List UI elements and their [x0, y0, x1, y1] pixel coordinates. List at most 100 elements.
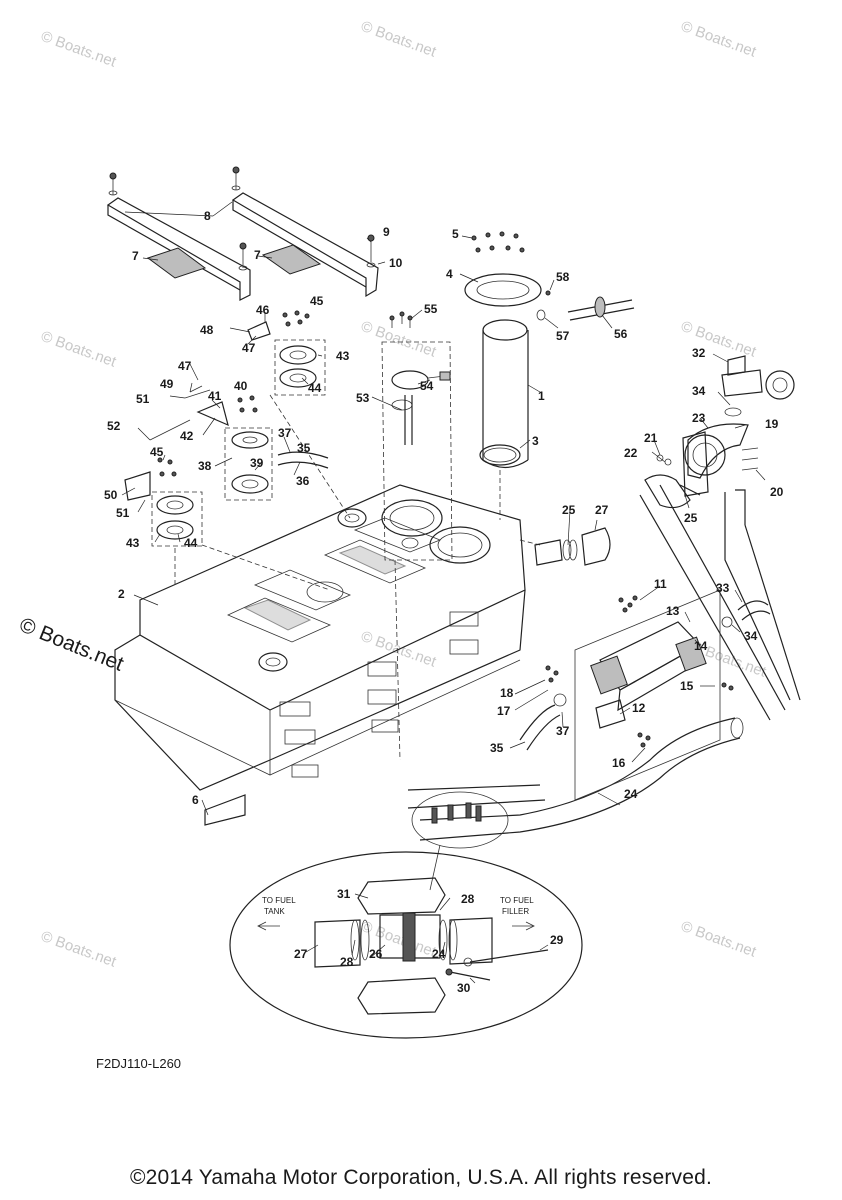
callout-2: 2 [118, 587, 125, 601]
callout-31: 31 [337, 887, 351, 901]
callout-14: 14 [694, 639, 708, 653]
callout-44: 44 [184, 536, 198, 550]
callout-3: 3 [532, 434, 539, 448]
callout-27: 27 [595, 503, 609, 517]
watermark-text: © Boats.net [679, 318, 759, 361]
watermark-text: © Boats.net [39, 28, 119, 71]
detail-label-to-tank: TO FUEL [262, 896, 296, 905]
callout-43: 43 [336, 349, 350, 363]
detail-label-to-filler: TO FUEL [500, 896, 534, 905]
callout-47: 47 [242, 341, 256, 355]
callout-10: 10 [389, 256, 403, 270]
callout-15: 15 [680, 679, 694, 693]
hose-joint-callout [411, 791, 509, 891]
callout-29: 29 [550, 933, 564, 947]
callout-28: 28 [340, 955, 354, 969]
callout-30: 30 [457, 981, 471, 995]
callout-34: 34 [692, 384, 706, 398]
callout-53: 53 [356, 391, 370, 405]
diagram-code: F2DJ110-L260 [96, 1056, 182, 1071]
callout-23: 23 [692, 411, 706, 425]
callout-42: 42 [180, 429, 194, 443]
fuel-tank [114, 484, 526, 826]
callout-57: 57 [556, 329, 570, 343]
callout-44: 44 [308, 381, 322, 395]
detail-label-to-filler: FILLER [502, 907, 529, 916]
callout-36: 36 [296, 474, 310, 488]
callout-numbers: 1 2 3 4 5 6 7 7 8 9 10 11 12 13 14 15 16… [104, 209, 784, 995]
watermark-text: © Boats.net [39, 928, 119, 971]
callout-9: 9 [383, 225, 390, 239]
callout-17: 17 [497, 704, 511, 718]
callout-16: 16 [612, 756, 626, 770]
watermark-text: © Boats.net [679, 918, 759, 961]
callout-6: 6 [192, 793, 199, 807]
filler-neck-assembly [644, 355, 795, 509]
bracket-assemblies [124, 310, 329, 547]
callout-7: 7 [132, 249, 139, 263]
callout-35: 35 [297, 441, 311, 455]
callout-54: 54 [420, 379, 434, 393]
callout-51: 51 [116, 506, 130, 520]
callout-18: 18 [500, 686, 514, 700]
callout-50: 50 [104, 488, 118, 502]
watermark-large: © Boats.net [16, 613, 127, 676]
callout-43: 43 [126, 536, 140, 550]
watermarks: © Boats.net © Boats.net © Boats.net © Bo… [16, 18, 769, 971]
callout-49: 49 [160, 377, 174, 391]
callout-34: 34 [744, 629, 758, 643]
callout-28: 28 [461, 892, 475, 906]
callout-37: 37 [556, 724, 570, 738]
callout-21: 21 [644, 431, 658, 445]
callout-55: 55 [424, 302, 438, 316]
callout-37: 37 [278, 426, 292, 440]
callout-20: 20 [770, 485, 784, 499]
callout-22: 22 [624, 446, 638, 460]
callout-56: 56 [614, 327, 628, 341]
callout-26: 26 [369, 947, 383, 961]
callout-7: 7 [254, 248, 261, 262]
callout-45: 45 [150, 445, 164, 459]
callout-46: 46 [256, 303, 270, 317]
callout-51: 51 [136, 392, 150, 406]
callout-47: 47 [178, 359, 192, 373]
check-valve [536, 290, 635, 321]
callout-4: 4 [446, 267, 453, 281]
callout-52: 52 [107, 419, 121, 433]
callout-24: 24 [432, 947, 446, 961]
canister-assembly [519, 589, 771, 801]
callout-32: 32 [692, 346, 706, 360]
detail-view: TO FUEL TANK TO FUEL FILLER [229, 851, 583, 1039]
watermark-text: © Boats.net [359, 318, 439, 361]
callout-25: 25 [562, 503, 576, 517]
callout-13: 13 [666, 604, 680, 618]
callout-41: 41 [208, 389, 222, 403]
guide-lines [174, 394, 541, 761]
callout-1: 1 [538, 389, 545, 403]
callout-38: 38 [198, 459, 212, 473]
callout-27: 27 [294, 947, 308, 961]
callout-12: 12 [632, 701, 646, 715]
tank-outlet-hose [534, 527, 611, 566]
callout-58: 58 [556, 270, 570, 284]
callout-45: 45 [310, 294, 324, 308]
callout-35: 35 [490, 741, 504, 755]
callout-5: 5 [452, 227, 459, 241]
level-sensor [381, 311, 453, 561]
copyright-notice: ©2014 Yamaha Motor Corporation, U.S.A. A… [129, 1166, 713, 1189]
callout-39: 39 [250, 456, 264, 470]
watermark-text: © Boats.net [359, 18, 439, 61]
fuel-pump-assembly [464, 231, 542, 469]
callout-33: 33 [716, 581, 730, 595]
callout-8: 8 [204, 209, 211, 223]
filler-hose [407, 484, 801, 841]
callout-40: 40 [234, 379, 248, 393]
callout-25: 25 [684, 511, 698, 525]
detail-label-to-tank: TANK [264, 907, 285, 916]
callout-19: 19 [765, 417, 779, 431]
watermark-text: © Boats.net [679, 18, 759, 61]
callout-24: 24 [624, 787, 638, 801]
callout-48: 48 [200, 323, 214, 337]
watermark-text: © Boats.net [39, 328, 119, 371]
